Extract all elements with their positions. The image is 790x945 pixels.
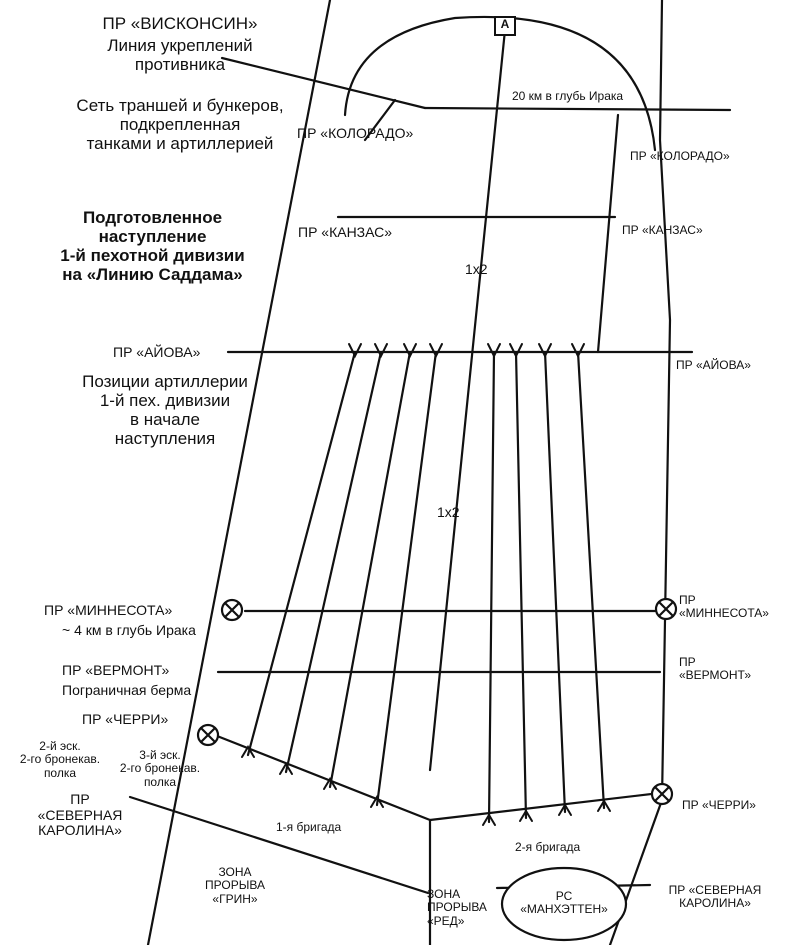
brigade-2-label: 2-я бригада <box>515 840 581 854</box>
advance-line-6 <box>514 350 528 820</box>
iowa-left-label: ПР «АЙОВА» <box>113 344 201 360</box>
advance-line-1 <box>246 350 357 757</box>
colorado-left-line <box>363 98 397 142</box>
enemy-line-pointer <box>220 56 427 110</box>
depth-20km-label: 20 км в глубь Ирака <box>512 89 624 103</box>
attack-title: Подготовленное наступление 1-й пехотной … <box>60 208 245 285</box>
crossing-symbol-minnesota-left <box>220 598 244 622</box>
minnesota-left-label: ПР «МИННЕСОТА» <box>44 602 173 618</box>
right-boundary-line <box>608 0 672 945</box>
north-carolina-left-label: ПР «СЕВЕРНАЯ КАРОЛИНА» <box>37 791 123 839</box>
colorado-left-label: ПР «КОЛОРАДО» <box>297 125 414 141</box>
vermont-left-label: ПР «ВЕРМОНТ» <box>62 662 170 678</box>
axis-1x2-bottom-label: 1x2 <box>437 504 460 520</box>
center-axis-line <box>428 28 507 772</box>
trenches-label: Сеть траншей и бункеров, подкрепленная т… <box>76 96 284 154</box>
first-brigade-front <box>210 732 432 822</box>
squadron-3-label: 3-й эск. 2-го бронекав. полка <box>119 748 201 789</box>
wisconsin-label: ПР «ВИСКОНСИН» <box>102 14 258 33</box>
second-brigade-front <box>428 791 662 822</box>
advance-line-5 <box>487 350 496 824</box>
phase-line-20km <box>423 106 732 112</box>
zone-red-label: ЗОНА ПРОРЫВА «РЕД» <box>427 887 487 928</box>
objective-a-box <box>494 16 516 36</box>
manhattan-label: РС «МАНХЭТТЕН» <box>520 889 608 917</box>
north-carolina-left-line <box>128 795 430 895</box>
advance-line-7 <box>543 350 567 814</box>
kansas-right-label: ПР «КАНЗАС» <box>622 223 703 237</box>
minnesota-right-label: ПР «МИННЕСОТА» <box>679 593 769 621</box>
advance-line-3 <box>328 350 412 789</box>
advance-line-8 <box>576 350 606 810</box>
squadron-2-label: 2-й эск. 2-го бронекав. полка <box>19 739 101 780</box>
cherry-right-label: ПР «ЧЕРРИ» <box>682 798 756 812</box>
kansas-left-label: ПР «КАНЗАС» <box>298 224 393 240</box>
wisconsin-arc <box>343 15 657 152</box>
minnesota-depth-label: ~ 4 км в глубь Ирака <box>62 622 196 638</box>
objective-a-label: A <box>500 17 510 31</box>
manhattan-ellipse <box>500 866 628 942</box>
axis-1x2-top-label: 1x2 <box>465 261 488 277</box>
iowa-right-label: ПР «АЙОВА» <box>676 358 751 372</box>
crossing-symbol-minnesota-right <box>654 597 678 621</box>
right-advance-line <box>596 113 620 354</box>
berm-label: Пограничная берма <box>62 682 192 698</box>
arrowheads-bottom <box>241 745 611 826</box>
colorado-right-label: ПР «КОЛОРАДО» <box>630 149 730 163</box>
advance-line-2 <box>284 350 383 774</box>
left-boundary-line <box>146 0 332 945</box>
artillery-label: Позиции артиллерии 1-й пех. дивизии в на… <box>82 372 248 449</box>
cherry-left-label: ПР «ЧЕРРИ» <box>82 711 169 727</box>
vermont-right-label: ПР «ВЕРМОНТ» <box>679 655 752 683</box>
advance-line-4 <box>375 350 438 807</box>
crossing-symbol-cherry-right <box>650 782 674 806</box>
arrowheads-iowa <box>348 343 585 359</box>
crossing-symbol-cherry-left <box>196 723 220 747</box>
enemy-line-label: Линия укреплений противника <box>107 36 253 75</box>
north-carolina-right-label: ПР «СЕВЕРНАЯ КАРОЛИНА» <box>668 883 762 911</box>
zone-green-label: ЗОНА ПРОРЫВА «ГРИН» <box>205 865 265 906</box>
brigade-1-label: 1-я бригада <box>276 820 342 834</box>
